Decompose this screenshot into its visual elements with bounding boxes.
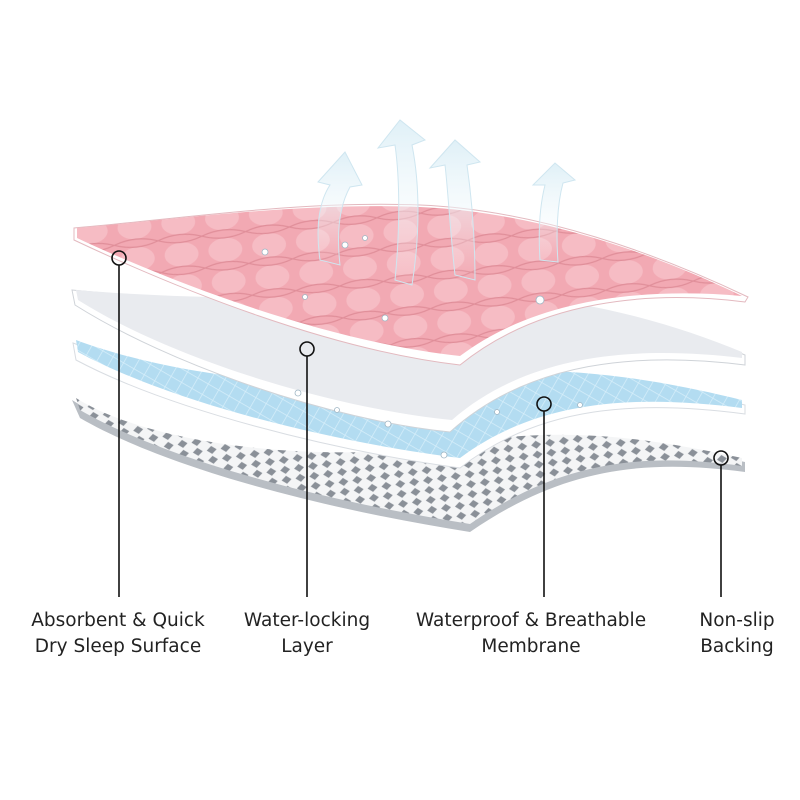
label-line: Membrane [481,636,581,657]
breathability-arrows [317,119,577,286]
label-membrane: Waterproof & Breathable Membrane [416,608,646,660]
label-line: Layer [281,636,333,657]
backing-layer [72,398,745,532]
label-water-locking: Water-locking Layer [244,608,370,660]
water-droplets [261,235,583,459]
label-line: Dry Sleep Surface [34,636,202,657]
leader-lines [111,250,729,597]
label-line: Absorbent & Quick [31,610,205,631]
arrow-up-icon [531,162,577,263]
arrow-up-icon [317,151,363,266]
label-line: Water-locking [243,610,371,631]
label-surface: Absorbent & Quick Dry Sleep Surface [31,608,205,660]
label-backing: Non-slip Backing [699,608,774,660]
arrow-up-icon [376,119,426,286]
arrow-up-icon [428,139,482,281]
label-line: Backing [700,636,774,657]
label-line: Non-slip [699,610,775,631]
label-line: Waterproof & Breathable [415,610,647,631]
